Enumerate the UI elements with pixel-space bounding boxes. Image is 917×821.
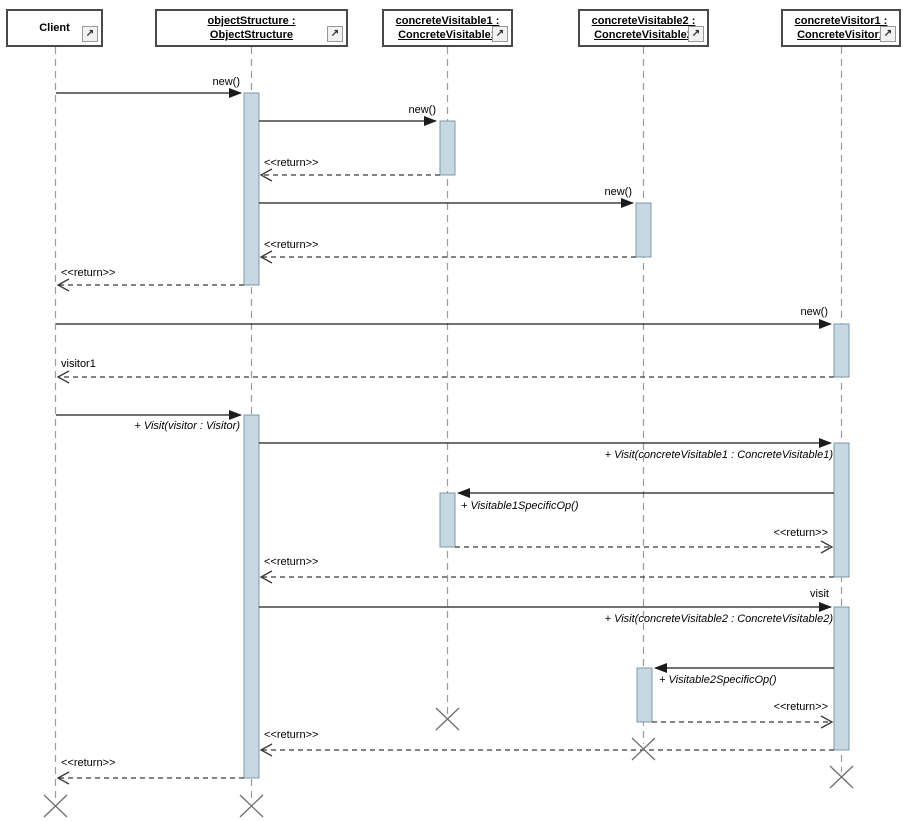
activation-concretevisitable2-2[interactable] [636,667,653,723]
lifeline-name-line2: ConcreteVisitor1 [797,29,885,41]
message-label: visit [810,588,829,600]
lifeline-name-line1: objectStructure : [207,15,296,27]
lifeline-head-concretevisitable1[interactable]: concreteVisitable1 : ConcreteVisitable1 … [382,9,513,47]
external-link-icon[interactable]: ↗ [327,26,343,42]
lifeline-name-line2: ConcreteVisitable2 [594,29,693,41]
activation-objectstructure-2[interactable] [243,414,260,779]
message-label: new() [212,76,240,88]
external-link-icon[interactable]: ↗ [880,26,896,42]
message-label: visitor1 [61,358,96,370]
message-label: new() [408,104,436,116]
lifeline-name-line2: ObjectStructure [209,29,294,41]
message-label: + Visit(concreteVisitable1 : ConcreteVis… [604,449,833,461]
message-label: <<return>> [61,267,116,279]
lifeline-name-line2: ConcreteVisitable1 [398,29,497,41]
lifeline-name-line1: concreteVisitable1 : [395,15,500,27]
external-link-icon[interactable]: ↗ [688,26,704,42]
message-label: + Visitable1SpecificOp() [461,500,579,512]
activation-concretevisitable1-1[interactable] [439,120,456,176]
activation-concretevisitor1-2[interactable] [833,442,850,578]
external-link-icon[interactable]: ↗ [492,26,508,42]
message-label: + Visit(concreteVisitable2 : ConcreteVis… [604,613,833,625]
message-label: <<return>> [264,157,319,169]
message-label: <<return>> [264,729,319,741]
activation-objectstructure-1[interactable] [243,92,260,286]
destroy-x-icon-concretevisitable1[interactable] [435,707,460,731]
message-label: new() [604,186,632,198]
destroy-x-icon-concretevisitable2[interactable] [631,737,656,761]
lifeline-name: Client [39,22,70,34]
message-label: new() [800,306,828,318]
message-label: <<return>> [264,239,319,251]
lifeline-head-concretevisitable2[interactable]: concreteVisitable2 : ConcreteVisitable2 … [578,9,709,47]
lifeline-name-line1: concreteVisitor1 : [794,15,888,27]
message-label: <<return>> [61,757,116,769]
lifeline-head-concretevisitor1[interactable]: concreteVisitor1 : ConcreteVisitor1 ↗ [781,9,901,47]
message-label: <<return>> [773,701,828,713]
lifeline-head-objectstructure[interactable]: objectStructure : ObjectStructure ↗ [155,9,348,47]
lifeline-head-client[interactable]: Client ↗ [6,9,103,47]
message-label: + Visitable2SpecificOp() [659,674,777,686]
activation-concretevisitor1-3[interactable] [833,606,850,751]
destroy-x-icon-client[interactable] [43,794,68,818]
message-label: <<return>> [773,527,828,539]
lifeline-name-line1: concreteVisitable2 : [591,15,696,27]
activation-concretevisitor1-1[interactable] [833,323,850,378]
destroy-x-icon-concretevisitor1[interactable] [829,765,854,789]
activation-concretevisitable1-2[interactable] [439,492,456,548]
message-label: <<return>> [264,556,319,568]
external-link-icon[interactable]: ↗ [82,26,98,42]
message-label: + Visit(visitor : Visitor) [134,420,240,432]
activation-concretevisitable2-1[interactable] [635,202,652,258]
destroy-x-icon-objectstructure[interactable] [239,794,264,818]
